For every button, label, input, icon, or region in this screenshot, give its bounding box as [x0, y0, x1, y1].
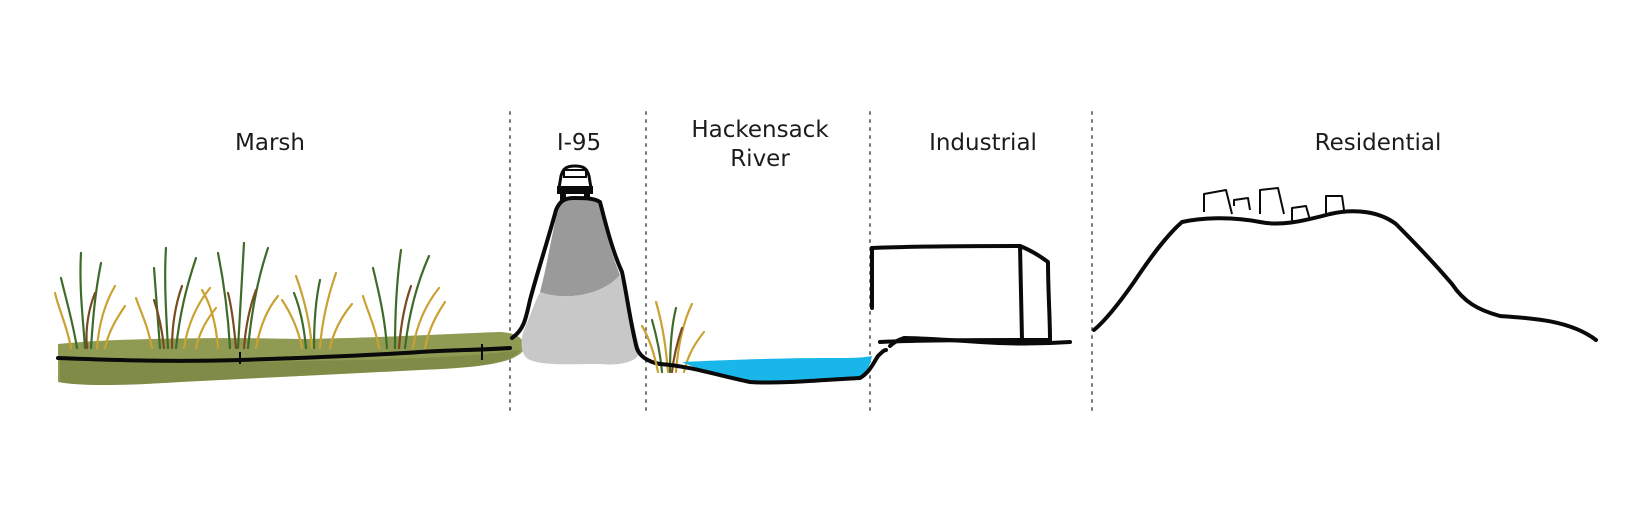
reed-icon [640, 300, 706, 374]
label-industrial: Industrial [929, 130, 1037, 156]
reed-icon [53, 251, 127, 350]
house-icon [1203, 187, 1345, 222]
embankment-fill-light [521, 275, 640, 365]
industrial-zone [870, 244, 1072, 348]
marsh-zone [53, 241, 524, 385]
residential-hill [1092, 209, 1598, 342]
marsh-waterline [56, 346, 512, 363]
embankment-fill-dark [540, 198, 620, 297]
label-i95: I-95 [557, 130, 601, 156]
marsh-ground-shade [60, 350, 520, 385]
label-residential: Residential [1315, 130, 1442, 156]
label-river-line1: Hackensack [691, 117, 829, 143]
riverbed [658, 348, 888, 385]
reed-icon [361, 248, 447, 350]
zone-labels: Marsh I-95 Hackensack River Industrial R… [235, 117, 1441, 172]
reed-icon [200, 241, 280, 350]
warehouse-icon [870, 244, 1052, 344]
river-zone [640, 300, 888, 385]
residential-zone [1092, 187, 1598, 342]
reed-icon [134, 246, 218, 350]
highway-embankment [510, 164, 662, 366]
label-marsh: Marsh [235, 130, 305, 156]
label-river-line2: River [730, 146, 790, 172]
reed-icon [280, 271, 354, 350]
car-icon [557, 164, 593, 200]
